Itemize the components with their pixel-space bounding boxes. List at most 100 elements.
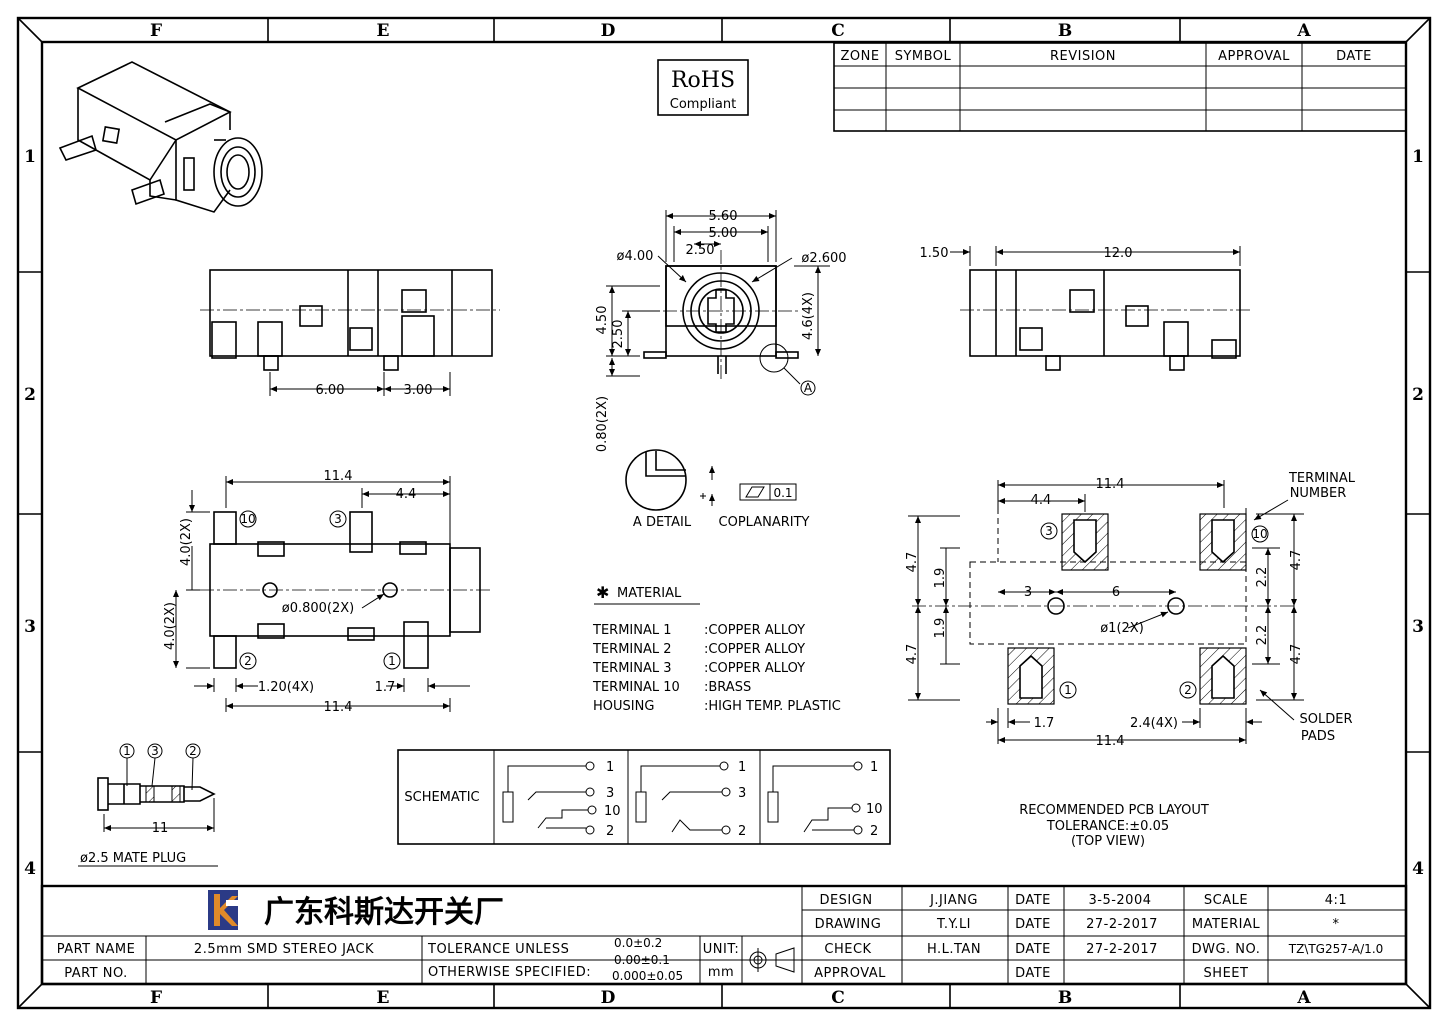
schematic-2-pin-2: 2 <box>738 824 746 839</box>
rev-header-zone: ZONE <box>840 49 879 64</box>
check-date-label: DATE <box>1015 942 1051 957</box>
check-name: H.L.TAN <box>927 942 981 957</box>
zone-col-c-bottom: C <box>831 988 845 1008</box>
rohs-badge: RoHS Compliant <box>657 59 749 116</box>
material-value-3: :COPPER ALLOY <box>704 661 805 676</box>
schematic-1-pin-2: 2 <box>606 824 614 839</box>
mate-plug: 1 3 2 11 ø2.5 MATE PLUG <box>78 743 218 867</box>
pcb-layout: 11.4 4.4 4.7 1.9 1.9 4.7 3 6 ø1(2X) 2.2 … <box>905 471 1356 849</box>
dim-1.50: 1.50 <box>920 246 949 261</box>
pcb-dim-6: 6 <box>1112 585 1120 600</box>
dim-dia-2.600: ø2.600 <box>801 251 846 266</box>
design-date-label: DATE <box>1015 893 1051 908</box>
zone-col-a-bottom: A <box>1296 988 1311 1008</box>
material-list: ✱ MATERIAL TERMINAL 1 :COPPER ALLOY TERM… <box>592 583 841 714</box>
pcb-dim-11.4-top: 11.4 <box>1096 477 1125 492</box>
pcb-caption-1: RECOMMENDED PCB LAYOUT <box>1019 803 1209 818</box>
side-view-right: 1.50 12.0 <box>920 246 1250 371</box>
pcb-dim-11.4-bottom: 11.4 <box>1096 734 1125 749</box>
scale-label: SCALE <box>1204 893 1248 908</box>
schematic-2-pin-3: 3 <box>738 786 746 801</box>
check-label: CHECK <box>824 942 871 957</box>
terminal-10-marker: 10 <box>240 512 255 526</box>
rev-header-date: DATE <box>1336 49 1372 64</box>
dim-4.0-2x-lower: 4.0(2X) <box>163 602 178 650</box>
dim-5.00: 5.00 <box>709 226 738 241</box>
terminal-number-label-2: NUMBER <box>1290 486 1347 501</box>
revision-table: ZONE SYMBOL REVISION APPROVAL DATE <box>833 42 1407 132</box>
detail-a: 0.1 A DETAIL COPLANARITY <box>625 449 810 530</box>
side-view-left: 6.00 3.00 <box>200 269 500 398</box>
dim-1.7: 1.7 <box>375 680 396 695</box>
zone-col-c-top: C <box>831 21 845 41</box>
solder-pads-label-2: PADS <box>1301 729 1335 744</box>
dim-4.4: 4.4 <box>396 487 417 502</box>
pcb-terminal-2: 2 <box>1184 683 1192 697</box>
zone-row-1-left: 1 <box>24 147 36 167</box>
material-item-1: TERMINAL 1 <box>592 623 672 638</box>
isometric-3d-view <box>58 61 263 213</box>
pcb-dim-1.9-lower: 1.9 <box>933 618 948 639</box>
design-date: 3-5-2004 <box>1088 893 1151 908</box>
zone-col-b-bottom: B <box>1058 988 1072 1008</box>
asterisk-icon: ✱ <box>596 583 609 602</box>
pcb-dim-dia-1: ø1(2X) <box>1100 621 1144 636</box>
dim-2.50-v: 2.50 <box>611 320 626 349</box>
detail-ref-a: A <box>804 381 813 395</box>
schematic-3-pin-2: 2 <box>870 824 878 839</box>
pcb-dim-4.7-left-lower: 4.7 <box>905 644 920 665</box>
pcb-dim-2.2-upper: 2.2 <box>1255 567 1270 588</box>
dwg-no-value: TZ\TG257-A/1.0 <box>1288 942 1384 956</box>
pcb-terminal-3: 3 <box>1045 524 1053 538</box>
dim-4.6-4x: 4.6(4X) <box>801 292 816 340</box>
dwg-no-label: DWG. NO. <box>1192 942 1261 957</box>
pcb-terminal-10: 10 <box>1252 527 1267 541</box>
part-name-label: PART NAME <box>57 942 136 957</box>
zone-col-a-top: A <box>1296 21 1311 41</box>
zone-col-f-bottom: F <box>150 988 162 1008</box>
dim-dia-4.00: ø4.00 <box>617 249 654 264</box>
rev-header-approval: APPROVAL <box>1218 49 1290 64</box>
plug-dim-11: 11 <box>152 821 169 836</box>
material-value-2: :COPPER ALLOY <box>704 642 805 657</box>
pcb-caption-2: TOLERANCE:±0.05 <box>1046 819 1169 834</box>
part-no-label: PART NO. <box>64 966 128 981</box>
tolerance-label-2: OTHERWISE SPECIFIED: <box>428 965 591 980</box>
zone-row-4-left: 4 <box>24 859 36 879</box>
design-label: DESIGN <box>819 893 872 908</box>
front-view: 5.60 5.00 2.50 ø4.00 ø2.600 4.50 2.50 4.… <box>595 209 847 452</box>
dim-3.00: 3.00 <box>404 383 433 398</box>
unit-value: mm <box>708 965 734 980</box>
zone-row-3-right: 3 <box>1412 617 1424 637</box>
approval-label: APPROVAL <box>814 966 886 981</box>
zone-row-3-left: 3 <box>24 617 36 637</box>
dim-4.50: 4.50 <box>595 306 610 335</box>
material-key-label: MATERIAL <box>1192 917 1261 932</box>
zone-col-e-bottom: E <box>377 988 390 1008</box>
schematic-3-pin-1: 1 <box>870 760 878 775</box>
material-item-4: TERMINAL 10 <box>592 680 680 695</box>
zone-row-4-right: 4 <box>1412 859 1424 879</box>
drawing-date: 27-2-2017 <box>1086 917 1158 932</box>
pcb-dim-4.7-right-lower: 4.7 <box>1289 644 1304 665</box>
pcb-dim-1.9-upper: 1.9 <box>933 568 948 589</box>
scale-value: 4:1 <box>1325 893 1347 908</box>
pcb-caption-3: (TOP VIEW) <box>1071 834 1145 849</box>
sheet-label: SHEET <box>1204 966 1249 981</box>
dim-1.20-4x: 1.20(4X) <box>258 680 314 695</box>
approval-date-label: DATE <box>1015 966 1051 981</box>
terminal-2-marker: 2 <box>244 654 252 668</box>
plug-terminal-2: 2 <box>189 744 197 758</box>
title-block: 广东科斯达开关厂 PART NAME 2.5mm SMD STEREO JACK… <box>40 884 1408 986</box>
rohs-subtitle: Compliant <box>670 97 736 112</box>
zone-row-2-left: 2 <box>24 385 36 405</box>
rohs-title: RoHS <box>671 68 735 93</box>
pcb-terminal-1: 1 <box>1064 683 1072 697</box>
drawing-date-label: DATE <box>1015 917 1051 932</box>
zone-row-2-right: 2 <box>1412 385 1424 405</box>
plug-caption: ø2.5 MATE PLUG <box>80 851 186 866</box>
material-item-5: HOUSING <box>593 699 654 714</box>
coplanarity-value: 0.1 <box>773 486 792 500</box>
pcb-dim-2.4-4x: 2.4(4X) <box>1130 716 1178 731</box>
